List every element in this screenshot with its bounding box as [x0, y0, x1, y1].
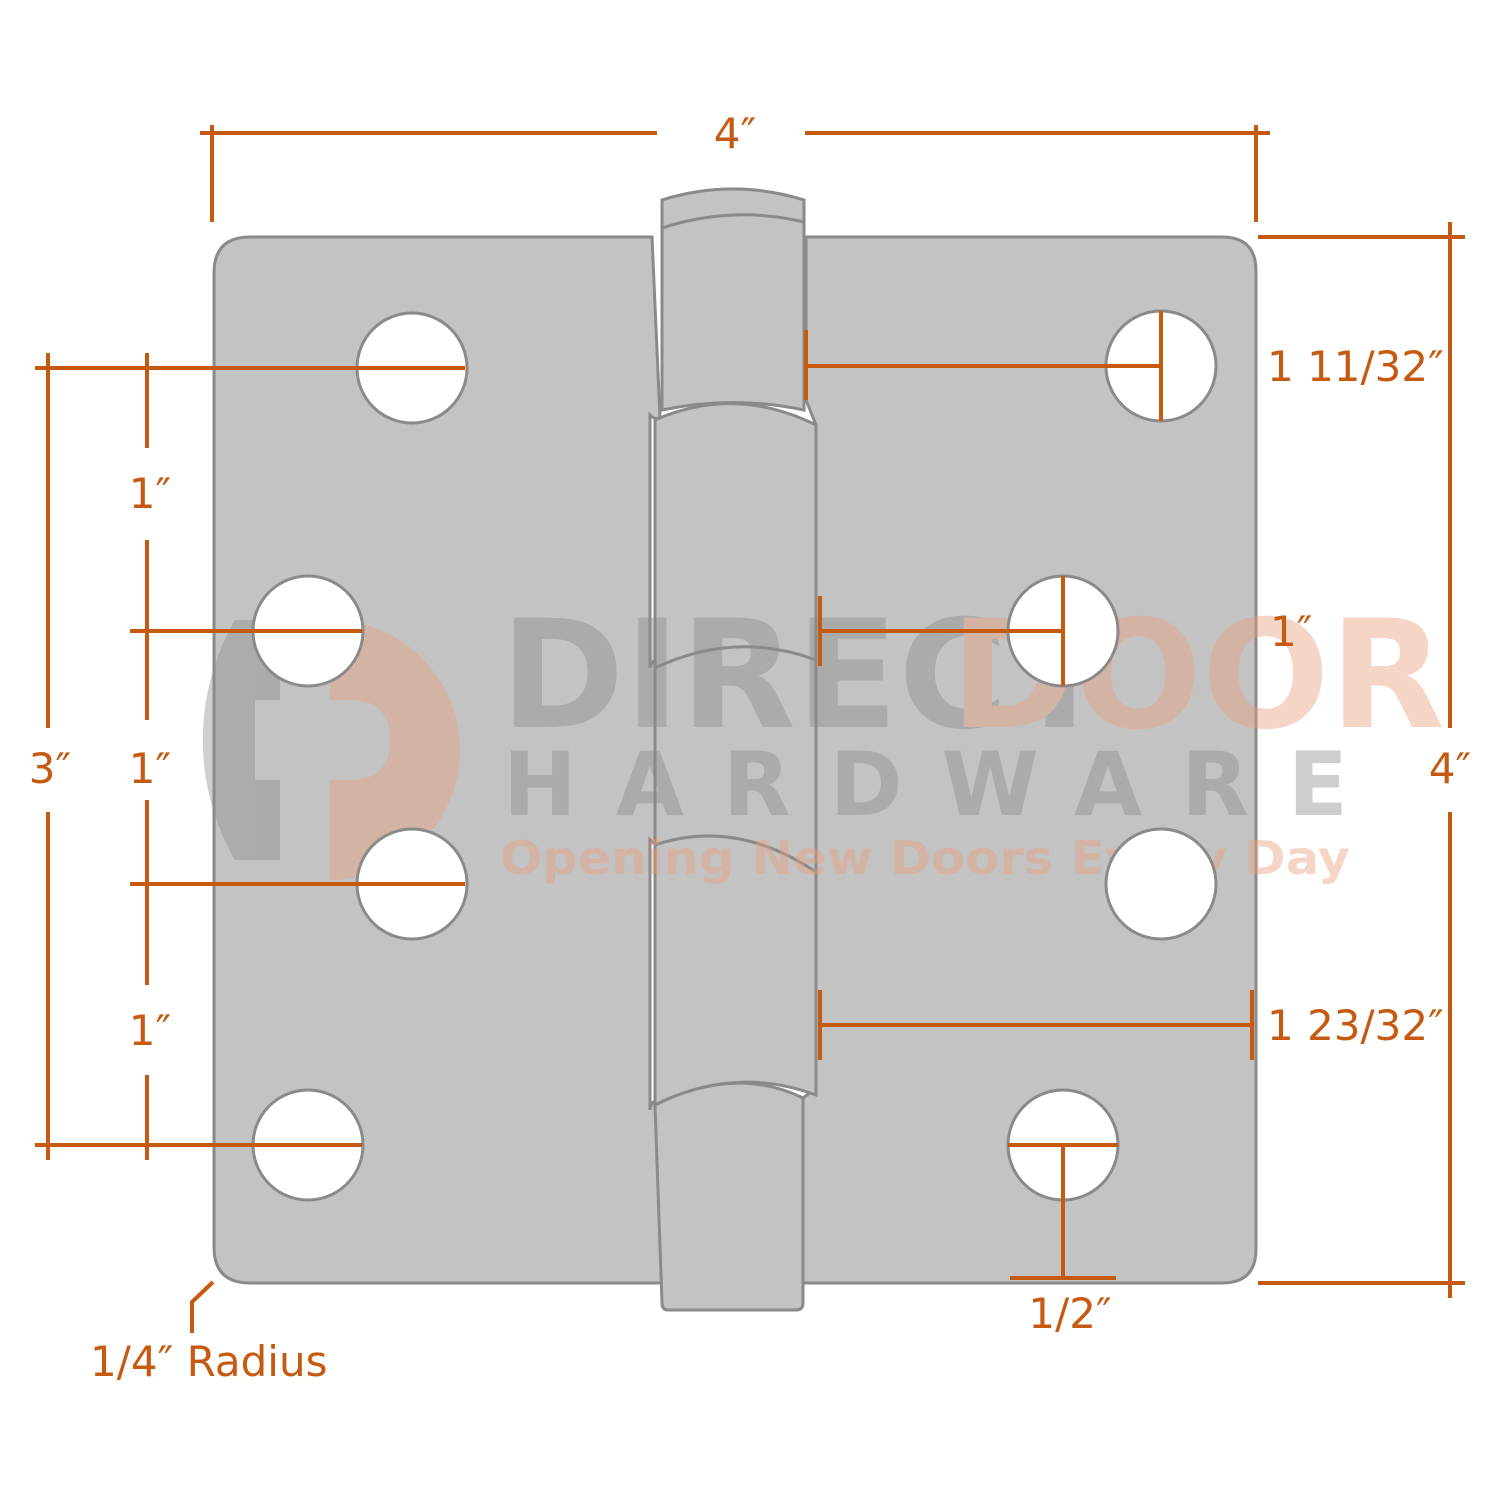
- label-spacing-top: 1″: [129, 469, 171, 518]
- label-spacing-bottom: 1″: [129, 1006, 171, 1055]
- dimension-lines: [35, 125, 1465, 1333]
- label-hole-to-bottom: 1/2″: [1028, 1289, 1111, 1338]
- label-corner-radius: 1/4″ Radius: [90, 1337, 327, 1386]
- label-screw-span: 3″: [29, 744, 71, 793]
- logo-left-shape: [202, 620, 280, 860]
- dd-logo-icon: [202, 620, 460, 880]
- bottom-knuckle: [653, 1081, 805, 1312]
- logo-right-shape: [330, 620, 460, 880]
- label-spacing-middle: 1″: [129, 744, 171, 793]
- label-backset-edge: 1 23/32″: [1267, 1001, 1444, 1050]
- label-backset-middle: 1″: [1270, 607, 1312, 656]
- dimension-labels: 4″ 4″ 3″ 1″ 1″ 1″ 1 11/32″ 1″ 1 23/32″ 1…: [29, 109, 1471, 1386]
- watermark-tagline: Opening New Doors Every Day: [500, 831, 1350, 885]
- top-knuckle-cap: [660, 187, 806, 231]
- label-backset-top: 1 11/32″: [1267, 342, 1444, 391]
- label-overall-height: 4″: [1429, 744, 1471, 793]
- hinge-knuckles: [653, 187, 818, 1312]
- screw-hole: [1104, 827, 1218, 941]
- label-overall-width: 4″: [714, 109, 756, 158]
- left-hinge-leaf: [212, 235, 664, 1285]
